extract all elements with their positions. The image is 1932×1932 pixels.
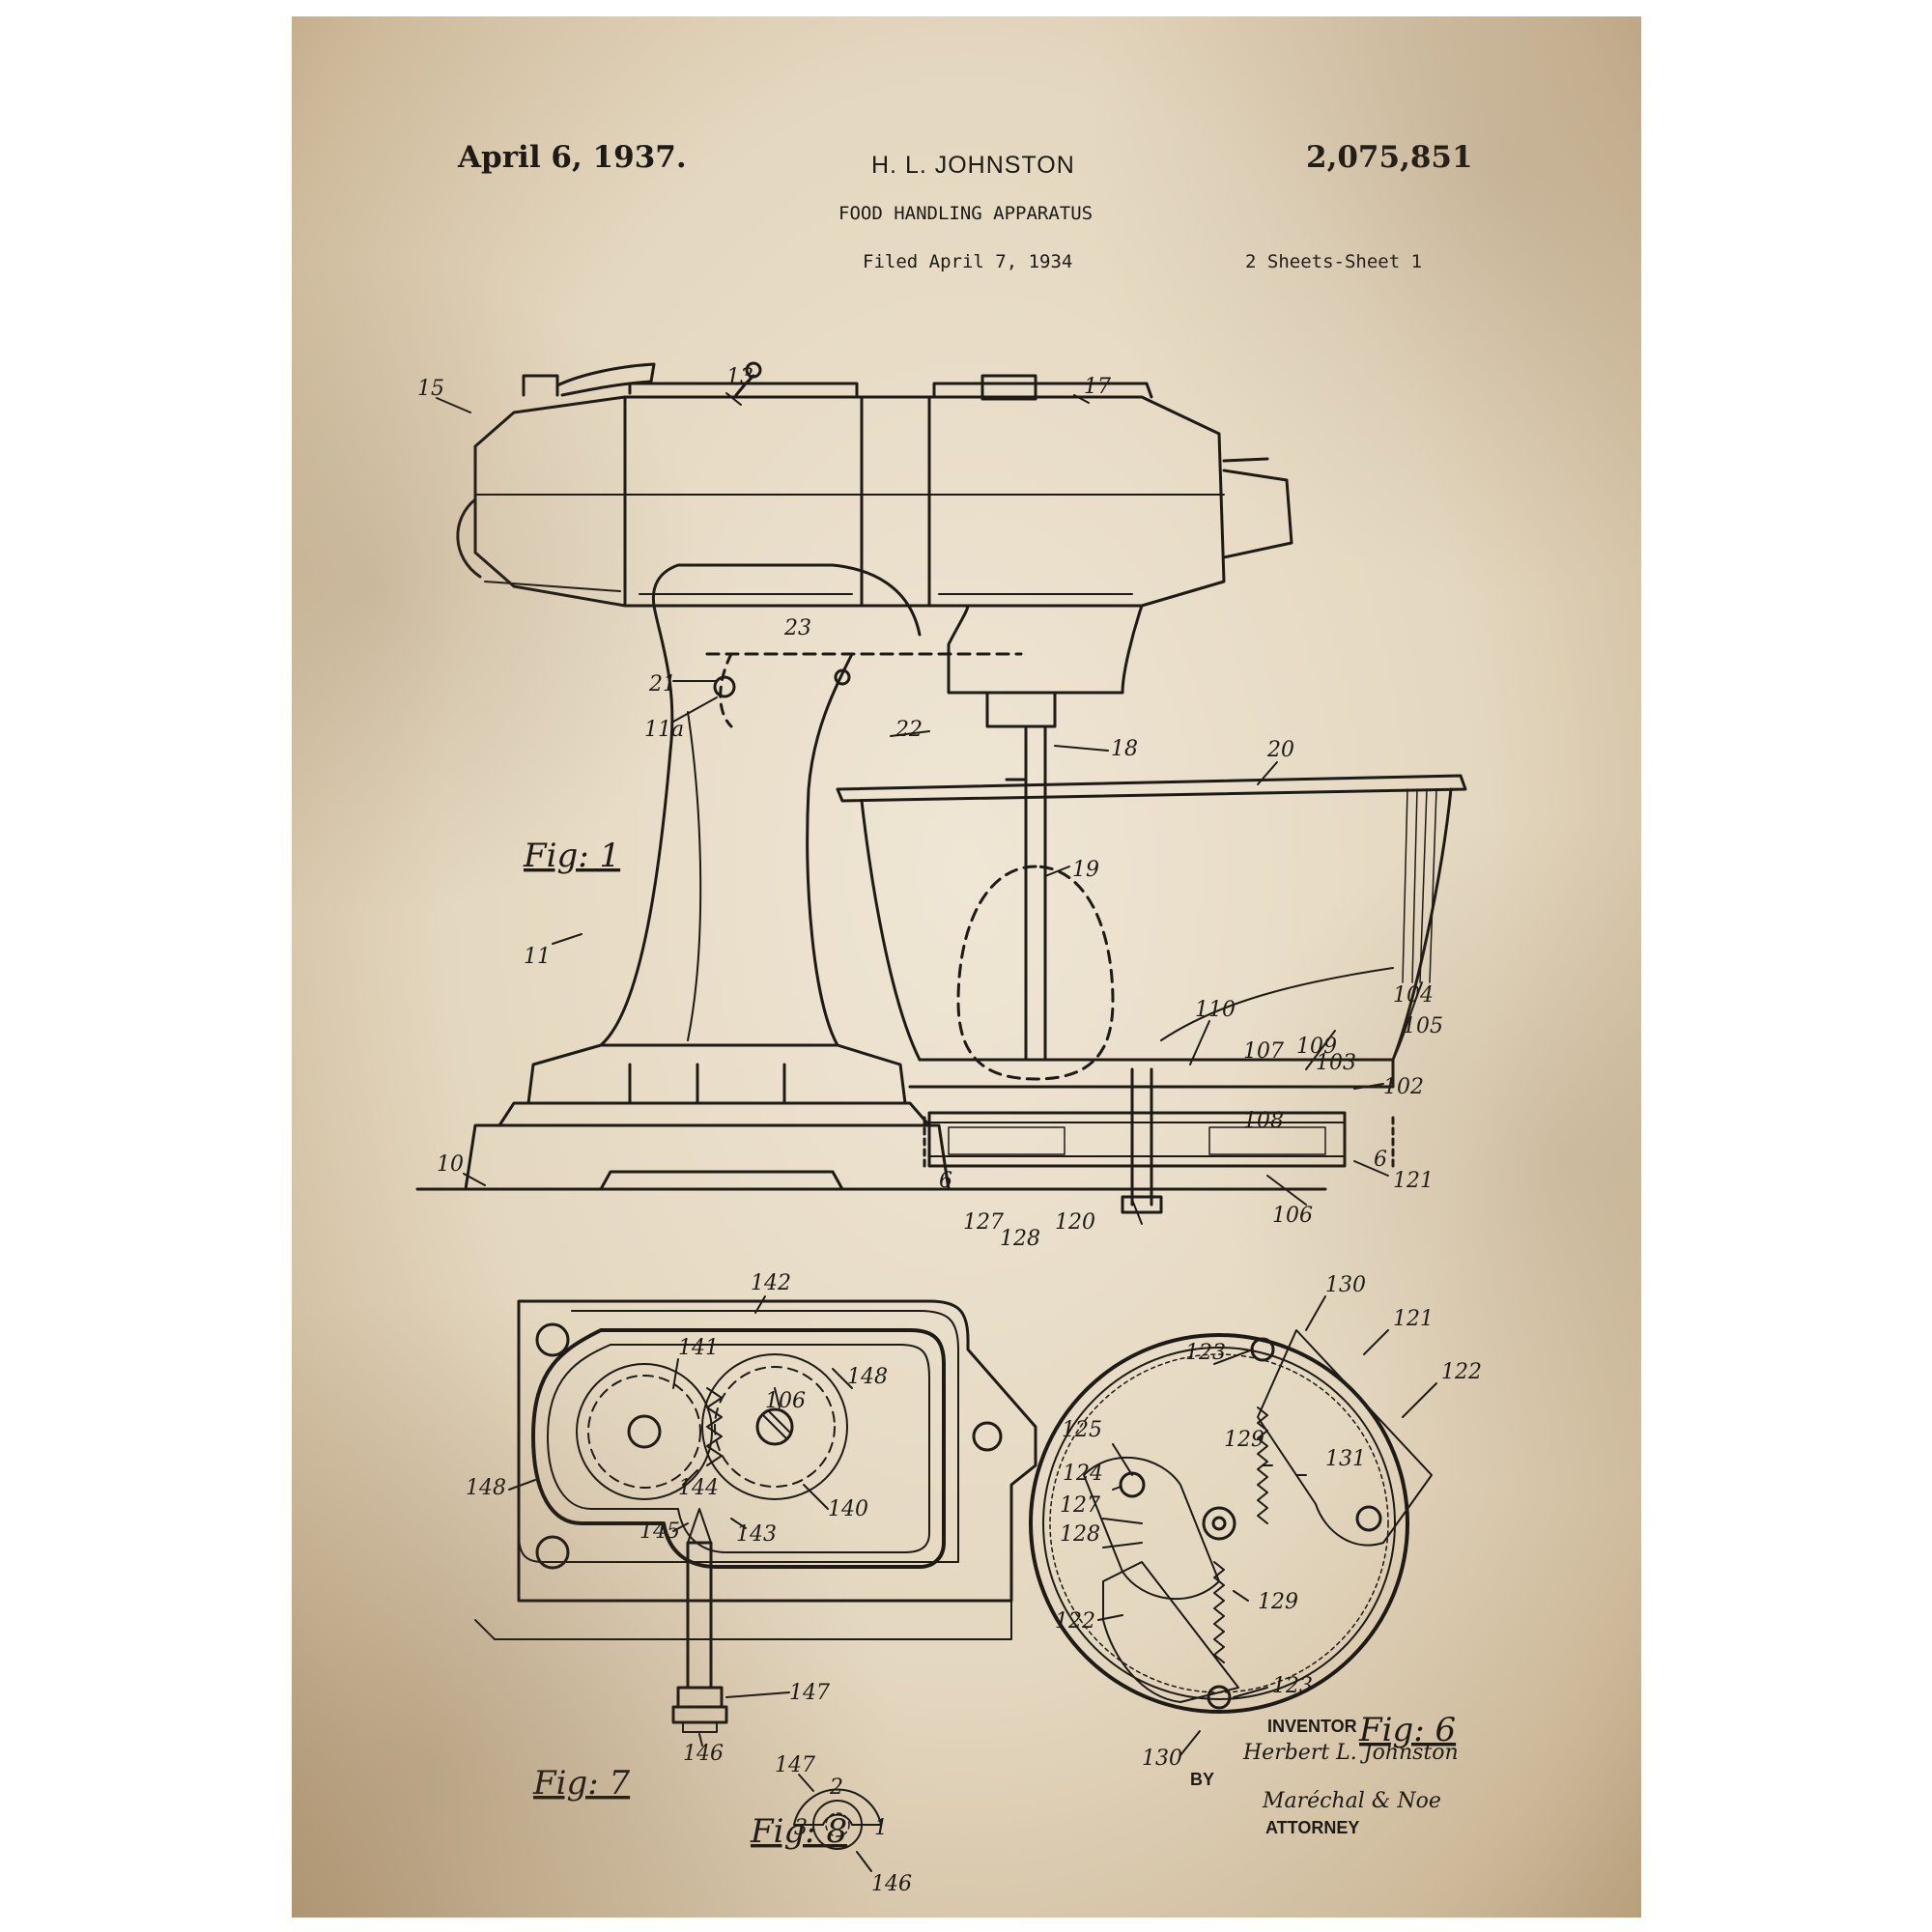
ref-label: 123 [1272,1674,1313,1698]
ref-label: 10 [437,1152,464,1177]
ref-label: 109 [1296,1035,1337,1059]
ref-label: 143 [736,1522,777,1547]
ref-label: 129 [1258,1590,1298,1614]
ref-label: 15 [417,377,444,401]
ref-label: 127 [1060,1493,1100,1518]
inventor-signature: Herbert L. Johnston [1243,1741,1459,1765]
ref-label: 104 [1393,983,1434,1008]
ref-label: 108 [1243,1109,1284,1133]
ref-label: 122 [1055,1609,1095,1634]
inventor-label: INVENTOR [1267,1717,1357,1736]
ref-label: 11a [644,718,684,742]
fig6-drawing [1029,1295,1437,1756]
filed-date: Filed April 7, 1934 [863,251,1073,272]
ref-label: 124 [1063,1462,1103,1486]
ref-label: 103 [1316,1051,1356,1075]
inventor-name: H. L. JOHNSTON [871,152,1075,179]
fig8-label: Fig: 8 [750,1812,847,1851]
ref-label: 18 [1111,737,1138,761]
fig1-label: Fig: 1 [523,837,620,875]
ref-label: 11 [524,945,551,969]
ref-label: 121 [1393,1307,1434,1331]
patent-title: FOOD HANDLING APPARATUS [838,203,1094,224]
ref-label: 146 [683,1742,724,1766]
fig8-drawing [793,1774,882,1872]
ref-label: 142 [751,1271,791,1295]
ref-label: 107 [1243,1039,1284,1064]
ref-label: 105 [1403,1014,1443,1038]
patent-sheet: April 6, 1937. H. L. JOHNSTON 2,075,851 … [292,16,1641,1918]
ref-label: 141 [678,1336,719,1360]
fig6-label: Fig: 6 [1358,1711,1456,1749]
ref-label: 22 [895,718,923,742]
attorney-label: ATTORNEY [1265,1818,1360,1837]
ref-label: 23 [783,616,811,640]
ref-label: 106 [765,1389,806,1413]
ref-label: 6 [1374,1148,1387,1172]
ref-label: 19 [1072,858,1099,882]
ref-label: 17 [1084,375,1111,399]
ref-label: 144 [678,1476,719,1500]
patent-number: 2,075,851 [1306,140,1473,175]
ref-label: 121 [1393,1169,1434,1193]
ref-label: 130 [1325,1273,1366,1297]
ref-label: 128 [1000,1227,1040,1251]
ref-label: 110 [1195,998,1236,1022]
dial-number: 2 [829,1776,843,1800]
attorney-signature: Maréchal & Noe [1263,1789,1441,1813]
ref-label: 145 [639,1520,680,1544]
by-label: BY [1190,1770,1215,1789]
sheet-count: 2 Sheets-Sheet 1 [1245,251,1423,272]
ref-label: 128 [1060,1522,1100,1547]
ref-label: 146 [871,1872,912,1896]
ref-label: 122 [1441,1360,1482,1384]
patent-drawings: Fig: 1 Fig: 6 Fig: 7 Fig: 8 15 13 17 23 … [415,361,1482,1896]
ref-label: 140 [828,1497,868,1521]
ref-label: 127 [963,1210,1004,1235]
ref-label: 20 [1266,738,1294,762]
ref-label: 129 [1224,1428,1264,1452]
ref-label: 123 [1185,1341,1226,1365]
ref-label: 148 [847,1365,888,1389]
ref-label: 147 [775,1753,815,1777]
ref-label: 120 [1055,1210,1095,1235]
ref-label: 148 [466,1476,506,1500]
ref-label: 125 [1062,1418,1102,1442]
patent-date: April 6, 1937. [458,140,687,175]
ref-label: 6 [939,1169,952,1193]
fig1-drawing [415,361,1467,1225]
fig7-drawing [474,1295,1037,1747]
fig7-label: Fig: 7 [532,1764,630,1803]
ref-label: 106 [1272,1204,1313,1228]
ref-label: 131 [1325,1447,1366,1471]
ref-label: 147 [789,1681,830,1705]
ref-label: 21 [648,672,676,696]
dial-number: 3 [794,1816,808,1840]
ref-label: 102 [1383,1075,1424,1099]
dial-number: 1 [874,1816,888,1840]
ref-label: 130 [1142,1747,1182,1771]
ref-label: 13 [726,365,753,389]
